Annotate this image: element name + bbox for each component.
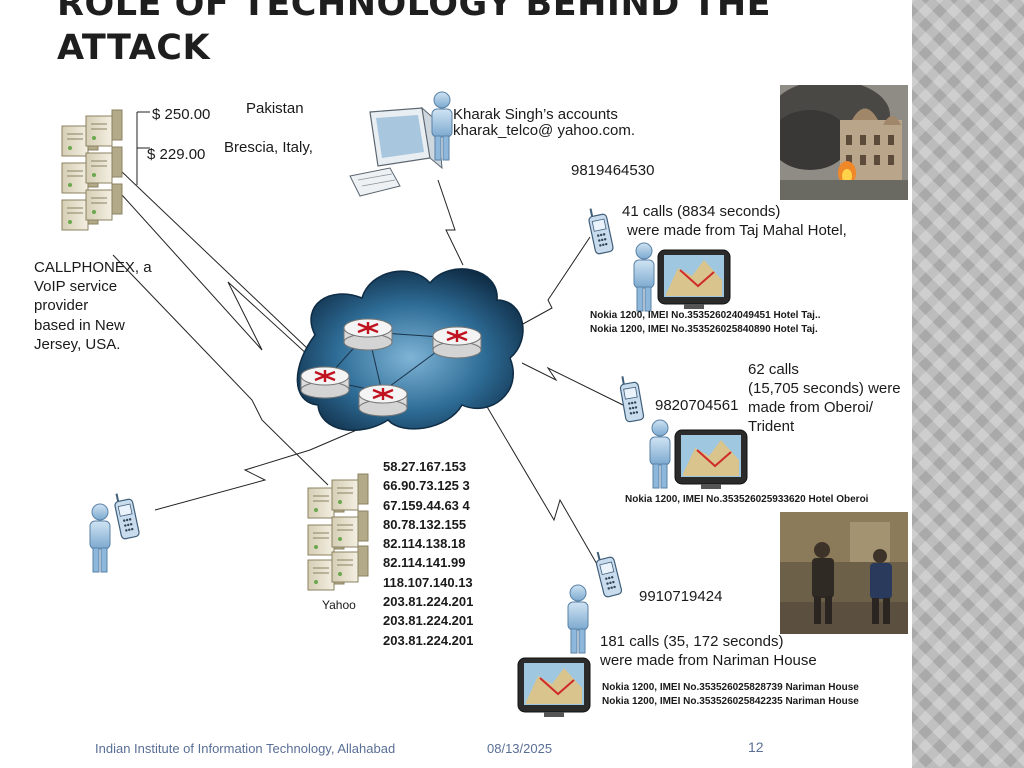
router-icon [431,325,483,360]
server-icon [61,109,150,231]
location-label: Pakistan [246,100,304,117]
slide-title-line-2: ATTACK [57,28,211,68]
slide-title: ROLE OF TECHNOLOGY BEHIND THE ATTACK [57,0,897,70]
payment-amount: $ 229.00 [147,146,206,163]
handler-person-icon [89,503,111,573]
handler-phone-icon [111,489,141,541]
cctv-attackers-photo [780,512,908,634]
calls-label: were made from Taj Mahal Hotel, [627,222,847,239]
router-icon [357,383,409,418]
ip-address: 203.81.224.201 [383,594,474,610]
yahoo-server-icon [307,473,369,591]
footer-institute: Indian Institute of Information Technolo… [95,741,396,756]
calls-label: 181 calls (35, 172 seconds) [600,633,784,650]
callphonex-label: VoIP service [34,278,118,295]
gps-device-icon [517,657,591,718]
kharak-accounts-label: Kharak Singh’s accounts [453,106,618,123]
kharak-person-icon [431,91,453,161]
handset-imei-label: Nokia 1200, IMEI No.353526025828739 Nari… [602,682,859,693]
ip-address: 203.81.224.201 [383,613,474,629]
callphonex-label: based in New [34,317,125,334]
calls-label: were made from Nariman House [600,652,817,669]
mobile-phone-icon [592,547,624,599]
kharak-email-label: kharak_telco@ yahoo.com. [453,122,635,139]
gps-device-icon [674,429,748,490]
person-icon [633,242,655,312]
callphonex-label: Jersey, USA. [34,336,121,353]
computer-icon [349,106,443,197]
footer-date: 08/13/2025 [487,741,553,756]
callphonex-label: CALLPHONEX, a [34,259,152,276]
phone-number: 9820704561 [655,397,739,414]
payment-amount: $ 250.00 [152,106,211,123]
internet-cloud [296,268,524,432]
network-links [112,169,624,567]
handset-imei-label: Nokia 1200, IMEI No.353526024049451 Hote… [590,310,821,321]
calls-label: Trident [748,418,795,435]
ip-address: 67.159.44.63 4 [383,497,470,513]
handset-imei-label: Nokia 1200, IMEI No.353526025840890 Hote… [590,324,818,335]
phone-number: 9910719424 [639,588,723,605]
router-icon [342,317,394,352]
callphonex-label: provider [34,297,89,314]
calls-label: 41 calls (8834 seconds) [622,203,781,220]
handset-imei-label: Nokia 1200, IMEI No.353526025842235 Nari… [602,696,859,707]
ip-address: 82.114.141.99 [383,555,466,571]
router-icon [299,365,351,400]
mobile-phone-icon [617,372,646,424]
ip-address: 82.114.138.18 [383,536,466,552]
mobile-phone-icon [585,204,615,256]
calls-label: made from Oberoi/ [748,399,874,416]
person-icon [567,584,589,654]
calls-label: 62 calls [748,361,799,378]
ip-address: 58.27.167.153 [383,459,467,474]
decorative-side-band [912,0,1024,768]
slide-number: 12 [748,739,764,755]
person-icon [649,419,671,489]
calls-label: (15,705 seconds) were [748,380,901,397]
handset-imei-label: Nokia 1200, IMEI No.353526025933620 Hote… [625,494,869,505]
phone-number: 9819464530 [571,162,655,179]
taj-hotel-fire-photo [780,85,908,200]
location-label: Brescia, Italy, [224,139,313,156]
gps-device-icon [657,249,731,310]
ip-address: 80.78.132.155 [383,516,467,532]
ip-address: 118.107.140.13 [383,574,473,590]
yahoo-label: Yahoo [322,598,356,612]
ip-address: 203.81.224.201 [383,632,474,648]
slide-title-line-1: ROLE OF TECHNOLOGY BEHIND THE [57,0,772,24]
ip-address: 66.90.73.125 3 [383,478,470,494]
ip-address-list: 58.27.167.153 66.90.73.125 3 67.159.44.6… [383,457,473,650]
